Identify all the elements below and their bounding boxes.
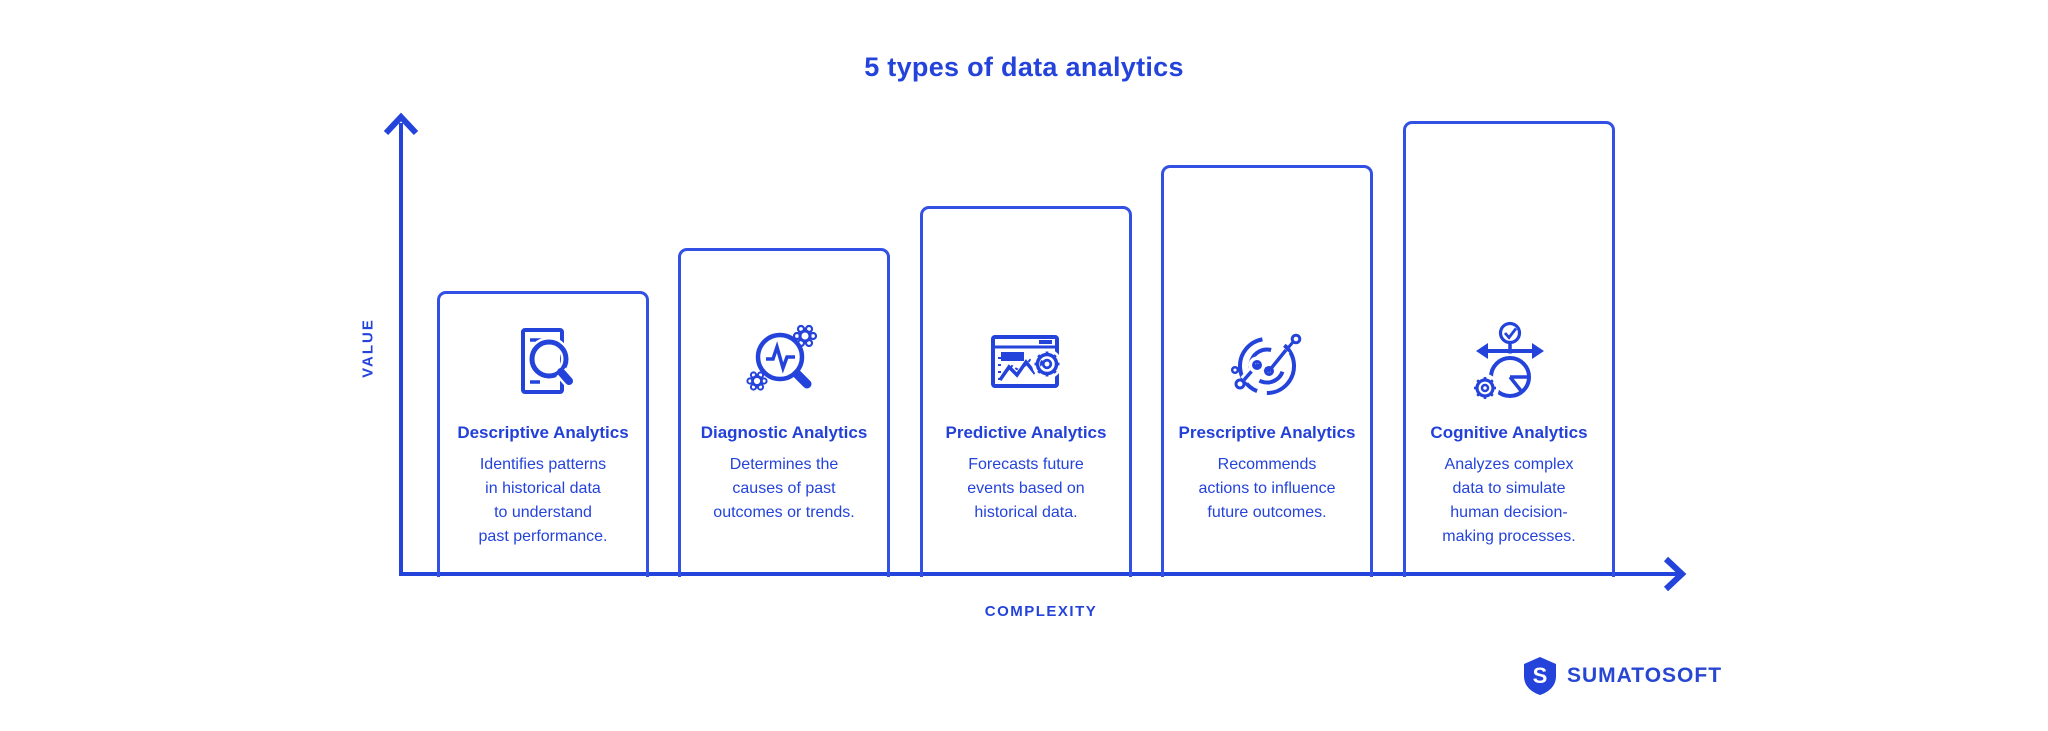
analytics-card-predictive: Predictive Analytics Forecasts future ev…	[920, 206, 1132, 577]
card-title: Descriptive Analytics	[457, 423, 629, 442]
analytics-card-descriptive: Descriptive Analytics Identifies pattern…	[437, 291, 649, 577]
x-axis-arrow-icon	[1663, 556, 1687, 592]
analytics-card-diagnostic: Diagnostic Analytics Determines the caus…	[678, 248, 890, 577]
svg-text:S: S	[1533, 663, 1548, 688]
gear-teeth	[1474, 377, 1496, 399]
gear-bottom-left	[746, 371, 768, 391]
y-axis-arrow-icon	[383, 112, 419, 136]
card-title: Prescriptive Analytics	[1178, 423, 1356, 442]
card-description: Analyzes complex data to simulate human …	[1442, 456, 1576, 545]
card-description: Forecasts future events based on histori…	[967, 456, 1085, 521]
y-axis	[383, 112, 419, 575]
card-title: Diagnostic Analytics	[700, 423, 868, 442]
analytics-card-cognitive: Cognitive Analytics Analyzes complex dat…	[1403, 121, 1615, 577]
brand-logo: S SUMATOSOFT	[1522, 656, 1722, 696]
card-title: Cognitive Analytics	[1430, 423, 1588, 442]
analytics-card-prescriptive: Prescriptive Analytics Recommends action…	[1161, 165, 1373, 577]
shield-logo-icon: S	[1522, 656, 1558, 696]
card-description: Identifies patterns in historical data t…	[478, 456, 608, 545]
gear-top-right	[792, 324, 818, 348]
value-axis-label: VALUE	[359, 318, 377, 378]
card-description: Recommends actions to influence future o…	[1198, 456, 1336, 521]
complexity-axis-label: COMPLEXITY	[984, 603, 1098, 620]
document-magnifier-icon	[498, 320, 588, 410]
magnifier-pulse-gears-icon	[739, 320, 829, 410]
dashboard-chart-gear-icon	[981, 320, 1071, 410]
card-title: Predictive Analytics	[945, 423, 1107, 442]
gear-teeth	[1034, 351, 1060, 377]
card-description: Determines the causes of past outcomes o…	[713, 456, 855, 521]
brand-name: SUMATOSOFT	[1567, 664, 1723, 687]
circular-chart-nodes-icon	[1222, 320, 1312, 410]
page-title: 5 types of data analytics	[864, 52, 1184, 82]
decision-pie-arrows-icon	[1464, 320, 1554, 410]
